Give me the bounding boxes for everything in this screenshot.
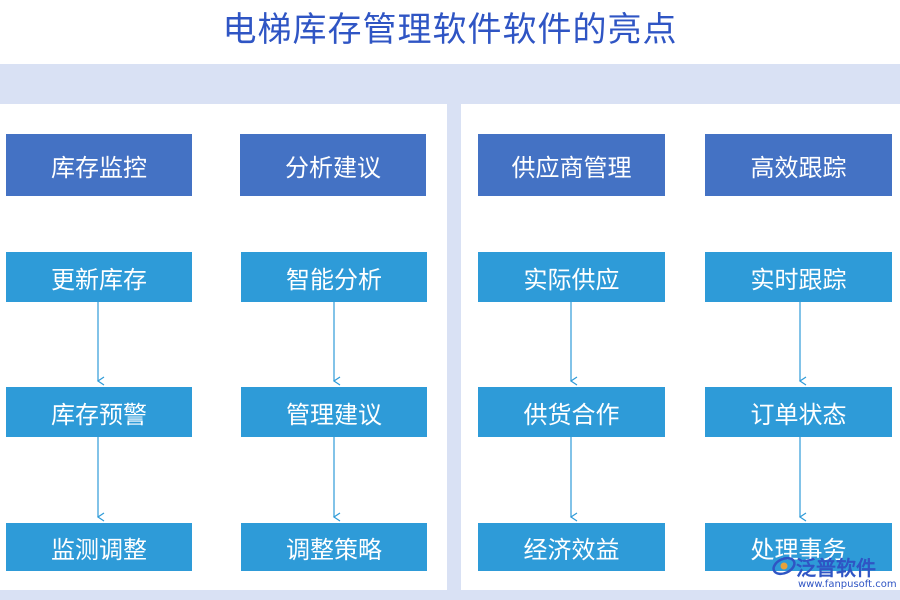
head-box-efficient-tracking: 高效跟踪 [705, 134, 892, 196]
item-box-update-inventory: 更新库存 [6, 252, 192, 302]
item-box-realtime-tracking: 实时跟踪 [705, 252, 892, 302]
item-box-adjust-strategy: 调整策略 [241, 523, 427, 571]
item-box-economic-benefit: 经济效益 [478, 523, 665, 571]
item-box-smart-analysis: 智能分析 [241, 252, 427, 302]
item-box-inventory-alert: 库存预警 [6, 387, 192, 437]
item-box-management-advice: 管理建议 [241, 387, 427, 437]
head-box-supplier-management: 供应商管理 [478, 134, 665, 196]
item-box-supply-cooperation: 供货合作 [478, 387, 665, 437]
item-box-order-status: 订单状态 [705, 387, 892, 437]
head-box-inventory-monitoring: 库存监控 [6, 134, 192, 196]
header-band [0, 64, 900, 104]
head-box-analysis-advice: 分析建议 [240, 134, 426, 196]
item-box-monitor-adjust: 监测调整 [6, 523, 192, 571]
item-box-handle-affairs: 处理事务 [705, 523, 892, 571]
fanpu-logo-icon [772, 556, 796, 576]
watermark-url: www.fanpusoft.com [798, 579, 897, 590]
watermark-name: 泛普软件 [796, 556, 876, 580]
page-title: 电梯库存管理软件软件的亮点 [222, 10, 678, 50]
item-box-actual-supply: 实际供应 [478, 252, 665, 302]
